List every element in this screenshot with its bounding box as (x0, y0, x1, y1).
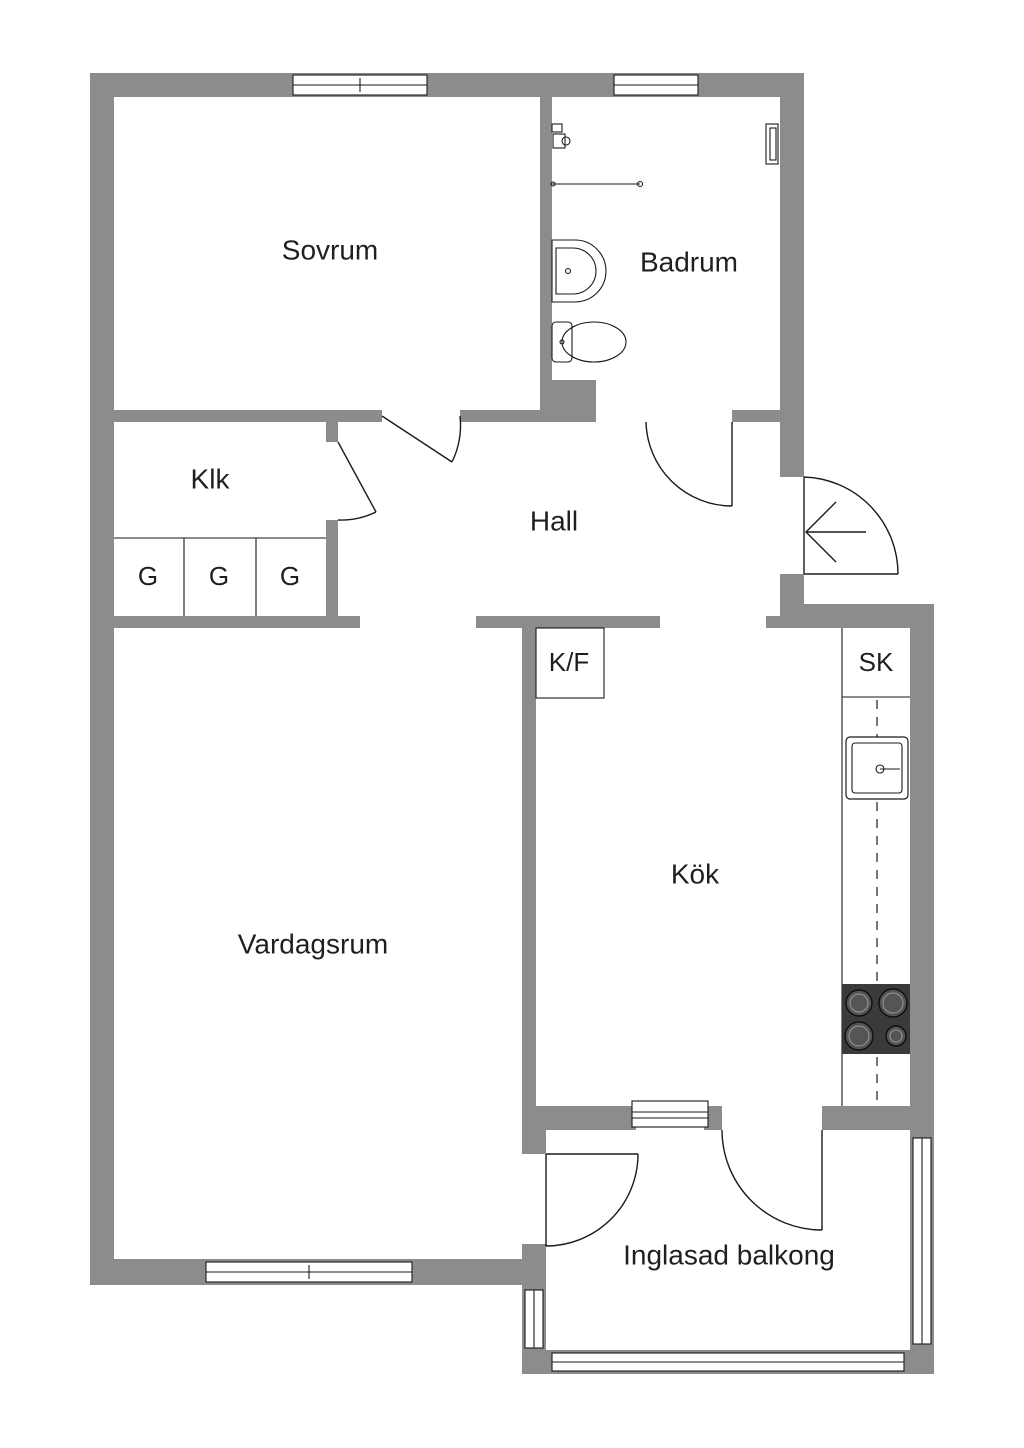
window-living-room (205, 1261, 413, 1283)
window-bedroom (292, 74, 428, 96)
shower-icon (550, 123, 779, 188)
doors (337, 415, 899, 1247)
door-entrance (803, 476, 899, 575)
label-bedroom: Sovrum (282, 234, 378, 265)
fixture-labels: G G G K/F SK (138, 561, 894, 677)
door-closet (337, 441, 377, 521)
stove-icon (842, 984, 910, 1054)
label-living-room: Vardagsrum (238, 928, 388, 959)
glazing-balcony-bottom (551, 1352, 905, 1372)
label-fridge-freezer: K/F (549, 647, 589, 677)
window-bathroom (613, 74, 699, 96)
glazing-balcony-right (912, 1137, 932, 1345)
door-balcony-living (545, 1153, 639, 1247)
toilet-icon (551, 321, 627, 363)
label-closet: Klk (191, 463, 231, 494)
label-wardrobe-1: G (138, 561, 158, 591)
room-labels: Sovrum Badrum Klk Hall Vardagsrum Kök In… (191, 234, 835, 1270)
door-bedroom (381, 415, 462, 463)
door-balcony-kitchen (721, 1129, 823, 1231)
label-wardrobe-2: G (209, 561, 229, 591)
label-cabinet: SK (859, 647, 894, 677)
window-kitchen (631, 1100, 709, 1128)
sink-icon (845, 736, 909, 800)
label-kitchen: Kök (671, 858, 720, 889)
fridge-freezer (535, 627, 605, 699)
arrow-left-icon (805, 501, 866, 563)
glazing-balcony-left (524, 1289, 544, 1349)
walls (90, 73, 934, 1374)
label-hall: Hall (530, 505, 578, 536)
windows (205, 74, 932, 1372)
label-wardrobe-3: G (280, 561, 300, 591)
door-bathroom (645, 421, 733, 507)
wardrobes (114, 537, 326, 616)
label-bathroom: Badrum (640, 246, 738, 277)
label-balcony: Inglasad balkong (623, 1239, 835, 1270)
washbasin-icon (551, 239, 607, 303)
